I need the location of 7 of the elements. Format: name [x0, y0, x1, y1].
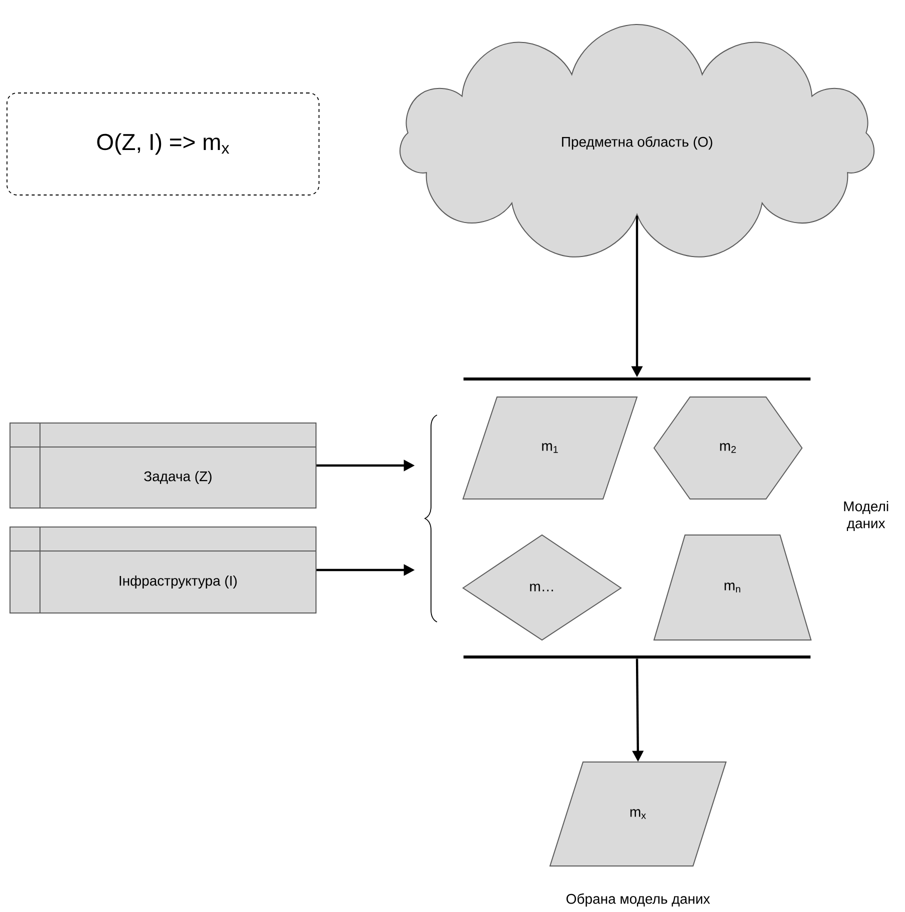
formula-box: O(Z, I) => m$_{x}$	[6, 92, 320, 196]
table-box: Задача (Z)	[10, 422, 316, 508]
group-label: Моделі даних	[844, 501, 888, 531]
curly-brace	[424, 414, 438, 622]
caption-text: Обрана модель даних	[566, 893, 710, 907]
separator-bar	[464, 656, 810, 658]
table-box: Інфраструктура (I)	[10, 526, 316, 614]
